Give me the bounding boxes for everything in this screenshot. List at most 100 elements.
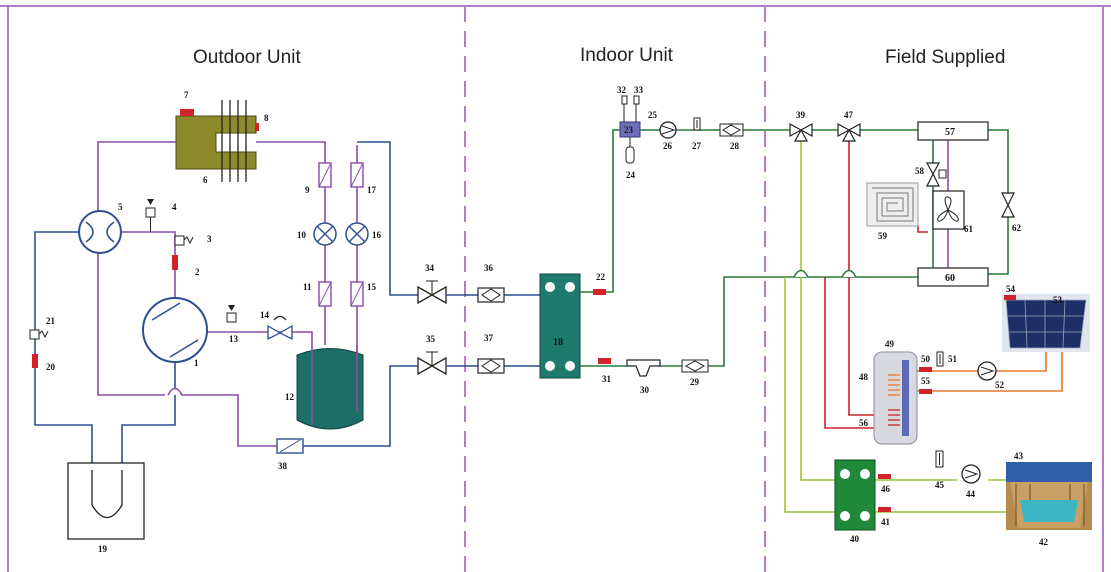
label-39: 39	[796, 110, 806, 120]
label-37: 37	[484, 333, 494, 343]
pressure-switch-13	[226, 305, 237, 323]
outdoor-unit-title: Outdoor Unit	[193, 47, 301, 68]
label-6: 6	[203, 175, 208, 185]
temp-sensor-50	[919, 367, 932, 372]
label-17: 17	[367, 185, 377, 195]
three-way-valve-39	[789, 122, 813, 142]
label-32: 32	[617, 85, 627, 95]
filter-drier-38	[276, 438, 304, 454]
label-49: 49	[885, 339, 895, 349]
label-55: 55	[921, 376, 931, 386]
temp-sensor-31	[598, 358, 611, 364]
pool-heat-exchanger-40	[834, 459, 876, 531]
label-59: 59	[878, 231, 888, 241]
label-33: 33	[634, 85, 644, 95]
compressor-1	[142, 297, 208, 363]
solar-collector-53	[1002, 294, 1090, 352]
union-36	[477, 287, 505, 303]
flow-switch-51	[936, 351, 944, 367]
solenoid-valve-14	[267, 315, 293, 341]
label-36: 36	[484, 263, 494, 273]
label-26: 26	[663, 141, 673, 151]
four-way-valve-5	[78, 210, 122, 254]
label-46: 46	[881, 484, 891, 494]
label-54: 54	[1006, 284, 1016, 294]
expansion-valve-10	[313, 222, 337, 246]
flow-switch-27	[693, 117, 701, 131]
filter-11	[318, 281, 332, 307]
label-38: 38	[278, 461, 288, 471]
label-31: 31	[602, 374, 612, 384]
label-29: 29	[690, 377, 700, 387]
receiver-tank-12	[296, 345, 364, 430]
label-21: 21	[46, 316, 56, 326]
pipe-crossovers	[167, 269, 857, 396]
label-34: 34	[425, 263, 435, 273]
plate-heat-exchanger-18	[539, 273, 581, 379]
temp-sensor-20	[32, 354, 38, 368]
label-57: 57	[945, 127, 955, 138]
label-2: 2	[195, 267, 200, 277]
circulation-pump-26	[659, 121, 677, 139]
air-separator-23	[619, 95, 641, 164]
label-28: 28	[730, 141, 740, 151]
label-23: 23	[624, 125, 634, 135]
temp-sensor-54	[1004, 295, 1016, 300]
filter-17	[350, 162, 364, 188]
label-14: 14	[260, 310, 270, 320]
label-24: 24	[626, 170, 636, 180]
label-12: 12	[285, 392, 295, 402]
label-50: 50	[921, 354, 931, 364]
filter-9	[318, 162, 332, 188]
service-valve-35	[417, 351, 447, 376]
union-29	[681, 359, 709, 373]
label-4: 4	[172, 202, 177, 212]
label-10: 10	[297, 230, 307, 240]
label-41: 41	[881, 517, 891, 527]
manifold-60	[917, 267, 989, 287]
indoor-piping	[446, 129, 790, 367]
label-61: 61	[964, 224, 974, 234]
label-30: 30	[640, 385, 650, 395]
three-way-valve-47	[837, 122, 861, 142]
expansion-valve-16	[345, 222, 369, 246]
label-3: 3	[207, 234, 212, 244]
zone-valve-58	[925, 162, 947, 187]
frame	[0, 5, 1111, 572]
label-47: 47	[844, 110, 854, 120]
bypass-valve-62	[1001, 192, 1015, 218]
label-62: 62	[1012, 223, 1022, 233]
label-53: 53	[1053, 295, 1063, 305]
label-15: 15	[367, 282, 377, 292]
label-43: 43	[1014, 451, 1024, 461]
label-60: 60	[945, 273, 955, 284]
solar-pump-52	[977, 361, 997, 381]
label-13: 13	[229, 334, 239, 344]
flow-switch-45	[935, 450, 944, 468]
label-11: 11	[303, 282, 312, 292]
swimming-pool-42	[1006, 462, 1092, 530]
label-18: 18	[553, 337, 563, 348]
field-supplied-title: Field Supplied	[885, 47, 1005, 68]
label-5: 5	[118, 202, 123, 212]
pool-pump-44	[961, 464, 981, 484]
label-7: 7	[184, 90, 189, 100]
strainer-30	[626, 359, 661, 377]
label-58: 58	[915, 166, 925, 176]
air-heat-exchanger-6	[175, 100, 259, 182]
label-1: 1	[194, 358, 199, 368]
filter-15	[350, 281, 364, 307]
manifold-57	[917, 121, 989, 141]
fan-coil-61	[932, 190, 965, 230]
label-8: 8	[264, 113, 269, 123]
label-9: 9	[305, 185, 310, 195]
service-valve-34	[417, 280, 447, 305]
relief-valve-3	[174, 235, 194, 246]
label-16: 16	[372, 230, 382, 240]
label-20: 20	[46, 362, 56, 372]
label-44: 44	[966, 489, 976, 499]
label-40: 40	[850, 534, 860, 544]
union-37	[477, 358, 505, 374]
label-42: 42	[1039, 537, 1049, 547]
